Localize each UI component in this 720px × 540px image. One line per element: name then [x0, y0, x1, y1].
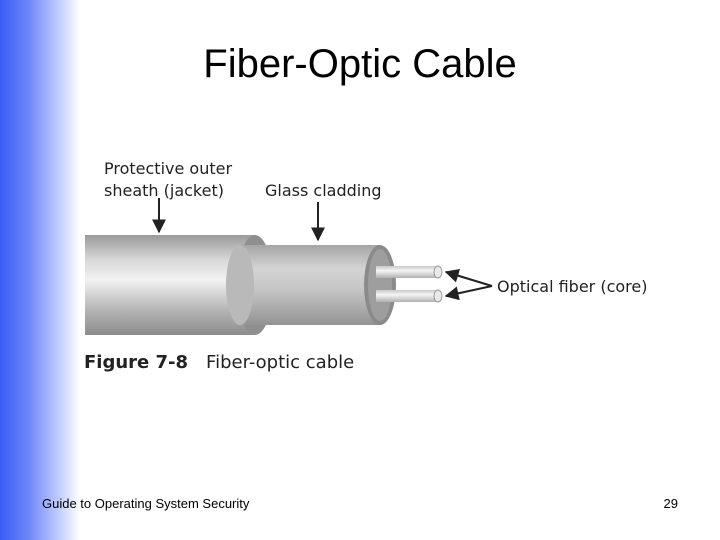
jacket-callout-line2: sheath (jacket)	[104, 181, 224, 200]
core-callout: Optical fiber (core)	[497, 277, 648, 296]
fiber-optic-cable-illustration	[80, 150, 680, 400]
figure-caption-text: Fiber-optic cable	[206, 352, 355, 373]
optical-fiber-upper	[376, 265, 443, 279]
optical-fiber-lower	[376, 289, 443, 303]
page-number: 29	[663, 496, 678, 511]
figure-number: Figure 7-8	[84, 352, 189, 373]
glass-cladding-shape	[226, 245, 396, 325]
slide-title: Fiber-Optic Cable	[203, 42, 517, 86]
cladding-callout: Glass cladding	[265, 181, 382, 200]
jacket-callout: Protective outer sheath (jacket)	[104, 158, 274, 202]
side-gradient-band	[0, 0, 80, 540]
jacket-callout-line1: Protective outer	[104, 159, 233, 178]
core-arrow-upper	[444, 268, 493, 287]
core-arrow-lower	[444, 285, 493, 301]
figure-caption: Figure 7-8 Fiber-optic cable	[84, 352, 354, 373]
footer-course-title: Guide to Operating System Security	[42, 496, 250, 511]
